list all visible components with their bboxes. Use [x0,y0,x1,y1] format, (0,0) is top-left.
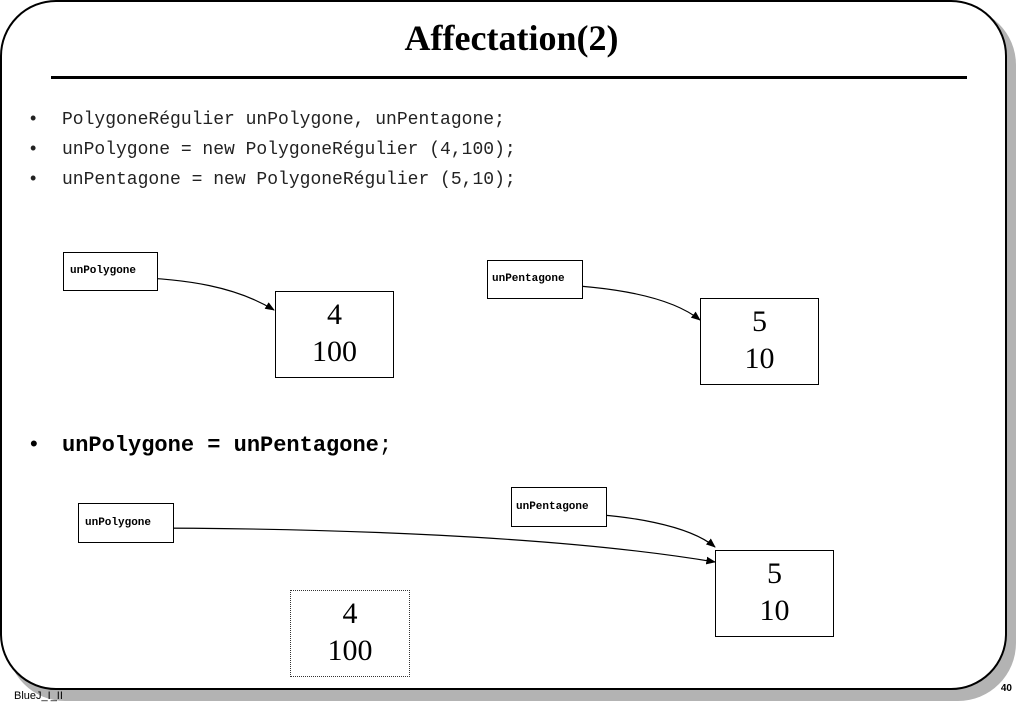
code-line-text: unPentagone = new PolygoneRégulier (5,10… [62,170,516,190]
code-line: • unPolygone = new PolygoneRégulier (4,10… [30,133,516,163]
bullet-icon: • [30,168,37,188]
object-side-length: 10 [744,342,775,375]
footer-course-label: BlueJ_I_II [14,690,63,702]
assignment-statement: • unPolygone = unPentagone; [30,429,392,461]
slide-title: Affectation(2) [404,18,619,58]
object-side-count: 5 [767,557,782,590]
object-side-length: 100 [327,634,373,667]
object-box-orphaned: 4 100 [290,590,410,677]
var-box-unpolygone-before: unPolygone [63,252,158,291]
bullet-icon: • [30,138,37,158]
title-divider [51,76,967,79]
object-side-count: 4 [342,597,358,630]
object-side-count: 5 [752,305,767,338]
assignment-code: unPolygone = unPentagone [62,433,379,458]
bullet-icon: • [30,108,37,128]
var-box-unpentagone-before: unPentagone [487,260,583,299]
object-side-length: 10 [759,594,790,627]
object-box-polygone: 4 100 [275,291,394,378]
var-label: unPentagone [492,273,565,285]
bullet-icon: • [30,431,38,456]
code-line-text: PolygoneRégulier unPolygone, unPentagone… [62,110,505,130]
code-bullet-list: • PolygoneRégulier unPolygone, unPentagon… [30,103,516,193]
assignment-terminator: ; [378,433,393,458]
var-label: unPolygone [70,265,137,277]
code-line: • PolygoneRégulier unPolygone, unPentagon… [30,103,516,133]
var-label: unPentagone [516,501,589,513]
page-number: 40 [1000,683,1012,694]
object-box-pentagone: 5 10 [700,298,819,385]
code-line-text: unPolygone = new PolygoneRégulier (4,100… [62,140,516,160]
code-line: • unPentagone = new PolygoneRégulier (5,1… [30,163,516,193]
var-label: unPolygone [85,517,152,529]
slide-frame [0,0,1007,690]
object-box-pentagone-shared: 5 10 [715,550,834,637]
object-side-count: 4 [327,298,342,331]
var-box-unpentagone-after: unPentagone [511,487,607,527]
var-box-unpolygone-after: unPolygone [78,503,174,543]
object-side-length: 100 [312,335,357,368]
